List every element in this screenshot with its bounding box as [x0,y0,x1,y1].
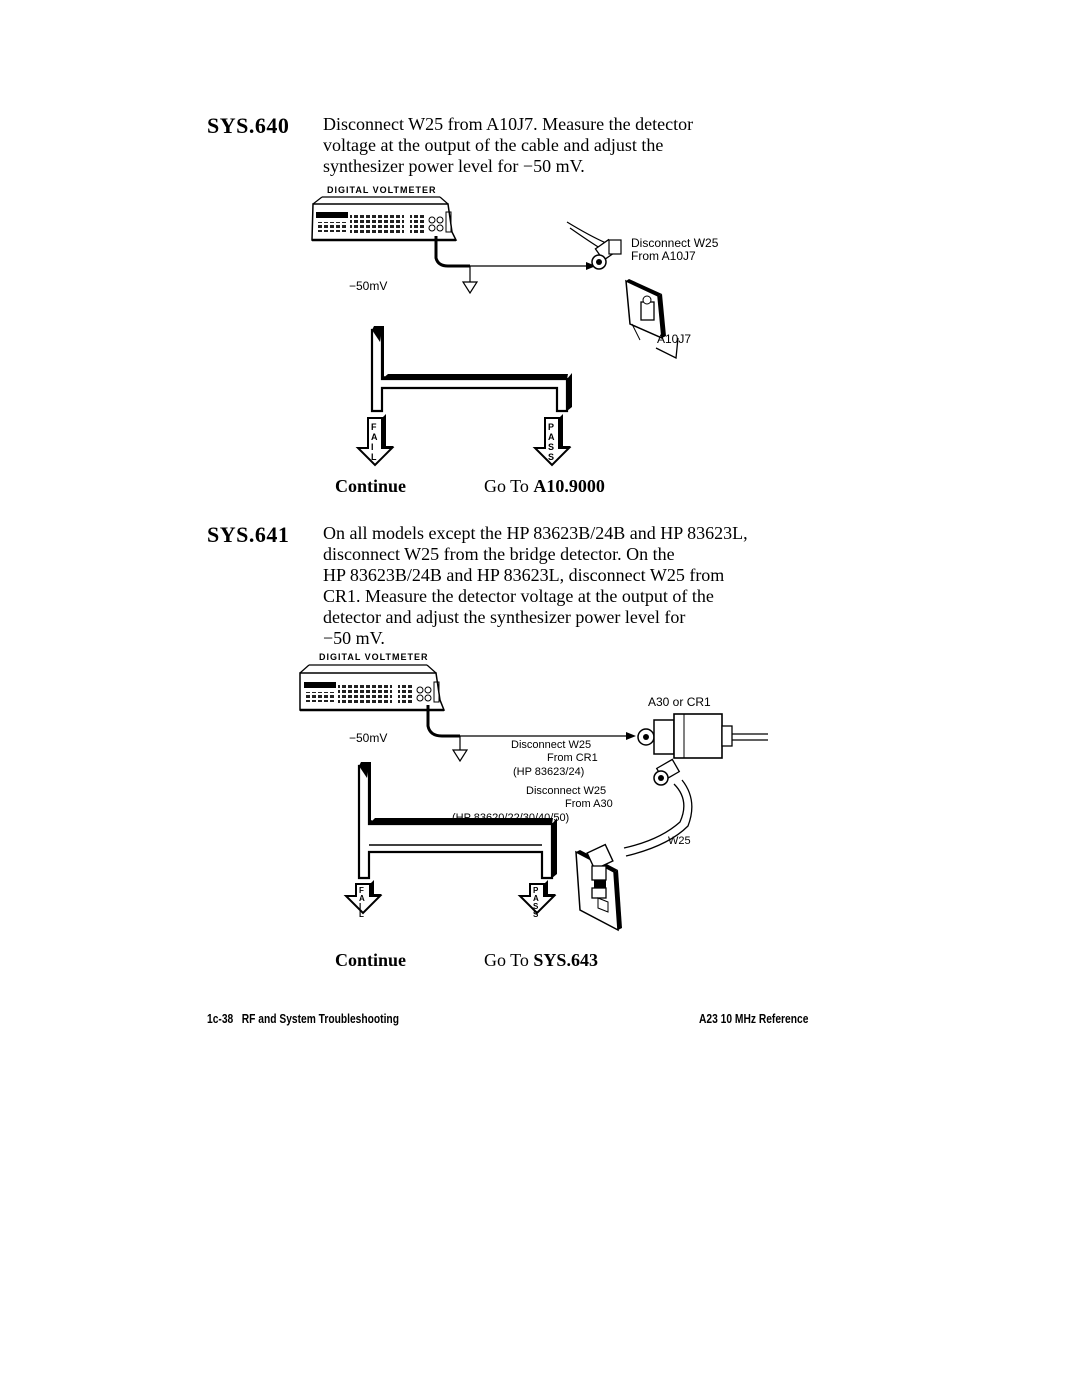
step-text-line: HP 83623B/24B and HP 83623L, disconnect … [323,565,725,585]
pass-arrow: P A S S [517,880,557,919]
fail-letter: F [359,886,364,895]
goto-prefix: Go To [484,476,529,496]
diagram-sys641: DIGITAL VOLTMETER −50mV A30 or CR1 [299,652,768,932]
page-footer-left: 1c-38 RF and System Troubleshooting [207,1012,399,1026]
goto-target: SYS.643 [533,950,598,970]
callout-from: From CR1 [547,752,598,764]
callout-model: (HP 83623/24) [513,766,584,778]
step-text-line: −50 mV. [323,628,385,648]
fail-letter: I [359,902,361,911]
callout-disconnect: Disconnect W25 [526,785,606,797]
pass-letter: S [533,902,539,911]
pass-letter: A [533,894,539,903]
step-text-line: CR1. Measure the detector voltage at the… [323,586,714,606]
pass-letter: A [548,432,555,442]
connector-panel-icon [625,279,666,341]
section-title: RF and System Troubleshooting [241,1012,399,1026]
voltmeter-label: DIGITAL VOLTMETER [327,185,437,195]
goto-target: A10.9000 [533,476,605,496]
cable-label: W25 [668,835,691,847]
flow-bracket [370,326,572,413]
voltmeter-icon [311,196,458,242]
fail-letter: A [371,432,378,442]
pass-letter: P [548,422,554,432]
continue-label: Continue [335,476,407,496]
step-id-sys640: SYS.640 [207,113,290,138]
step-text-line: disconnect W25 from the bridge detector.… [323,544,675,564]
ground-icon [451,749,469,763]
step-text-sys641: On all models except the HP 83623B/24B a… [323,523,748,649]
step-text-line: detector and adjust the synthesizer powe… [323,607,686,627]
page-footer-right: A23 10 MHz Reference [698,1012,808,1026]
step-text-line: voltage at the output of the cable and a… [323,135,664,155]
voltage-reading: −50mV [349,731,387,745]
fail-arrow: F A I L [355,414,395,467]
fail-letter: L [371,452,377,462]
pass-letter: P [533,886,539,895]
connector-panel-icon [575,843,622,932]
goto-prefix: Go To [484,950,529,970]
voltage-reading: −50mV [349,279,387,293]
pass-letter: S [548,452,554,462]
connector-label: A10J7 [657,332,691,346]
callout-from: From A10J7 [631,249,696,263]
pass-letter: S [548,442,554,452]
page-number: 1c-38 [207,1012,234,1026]
step-text-line: On all models except the HP 83623B/24B a… [323,523,748,543]
flow-bracket [357,762,557,880]
callout-from: From A30 [565,798,613,810]
detector-label: A30 or CR1 [648,695,711,709]
fail-arrow: F A I L [343,880,383,919]
fail-letter: I [371,442,374,452]
detector-icon [637,713,768,759]
fail-letter: L [359,910,364,919]
step-text-line: Disconnect W25 from A10J7. Measure the d… [323,114,694,134]
diagram-sys640: DIGITAL VOLTMETER −50mV [311,185,719,467]
fail-letter: A [359,894,365,903]
step-text-sys640: Disconnect W25 from A10J7. Measure the d… [323,114,693,177]
fail-letter: F [371,422,377,432]
goto-label: Go To A10.9000 [484,476,605,497]
callout-disconnect: Disconnect W25 [631,236,719,250]
voltmeter-label: DIGITAL VOLTMETER [319,652,429,662]
cable-w25-icon [623,758,693,857]
cable-connector-icon [566,221,622,270]
ground-icon [461,281,479,295]
pass-arrow: P A S S [532,414,572,467]
callout-disconnect: Disconnect W25 [511,739,591,751]
step-id-sys641: SYS.641 [207,522,290,547]
continue-label: Continue [335,950,407,970]
voltmeter-icon [299,664,446,712]
pass-letter: S [533,910,539,919]
goto-label: Go To SYS.643 [484,950,598,971]
step-text-line: synthesizer power level for −50 mV. [323,156,585,176]
